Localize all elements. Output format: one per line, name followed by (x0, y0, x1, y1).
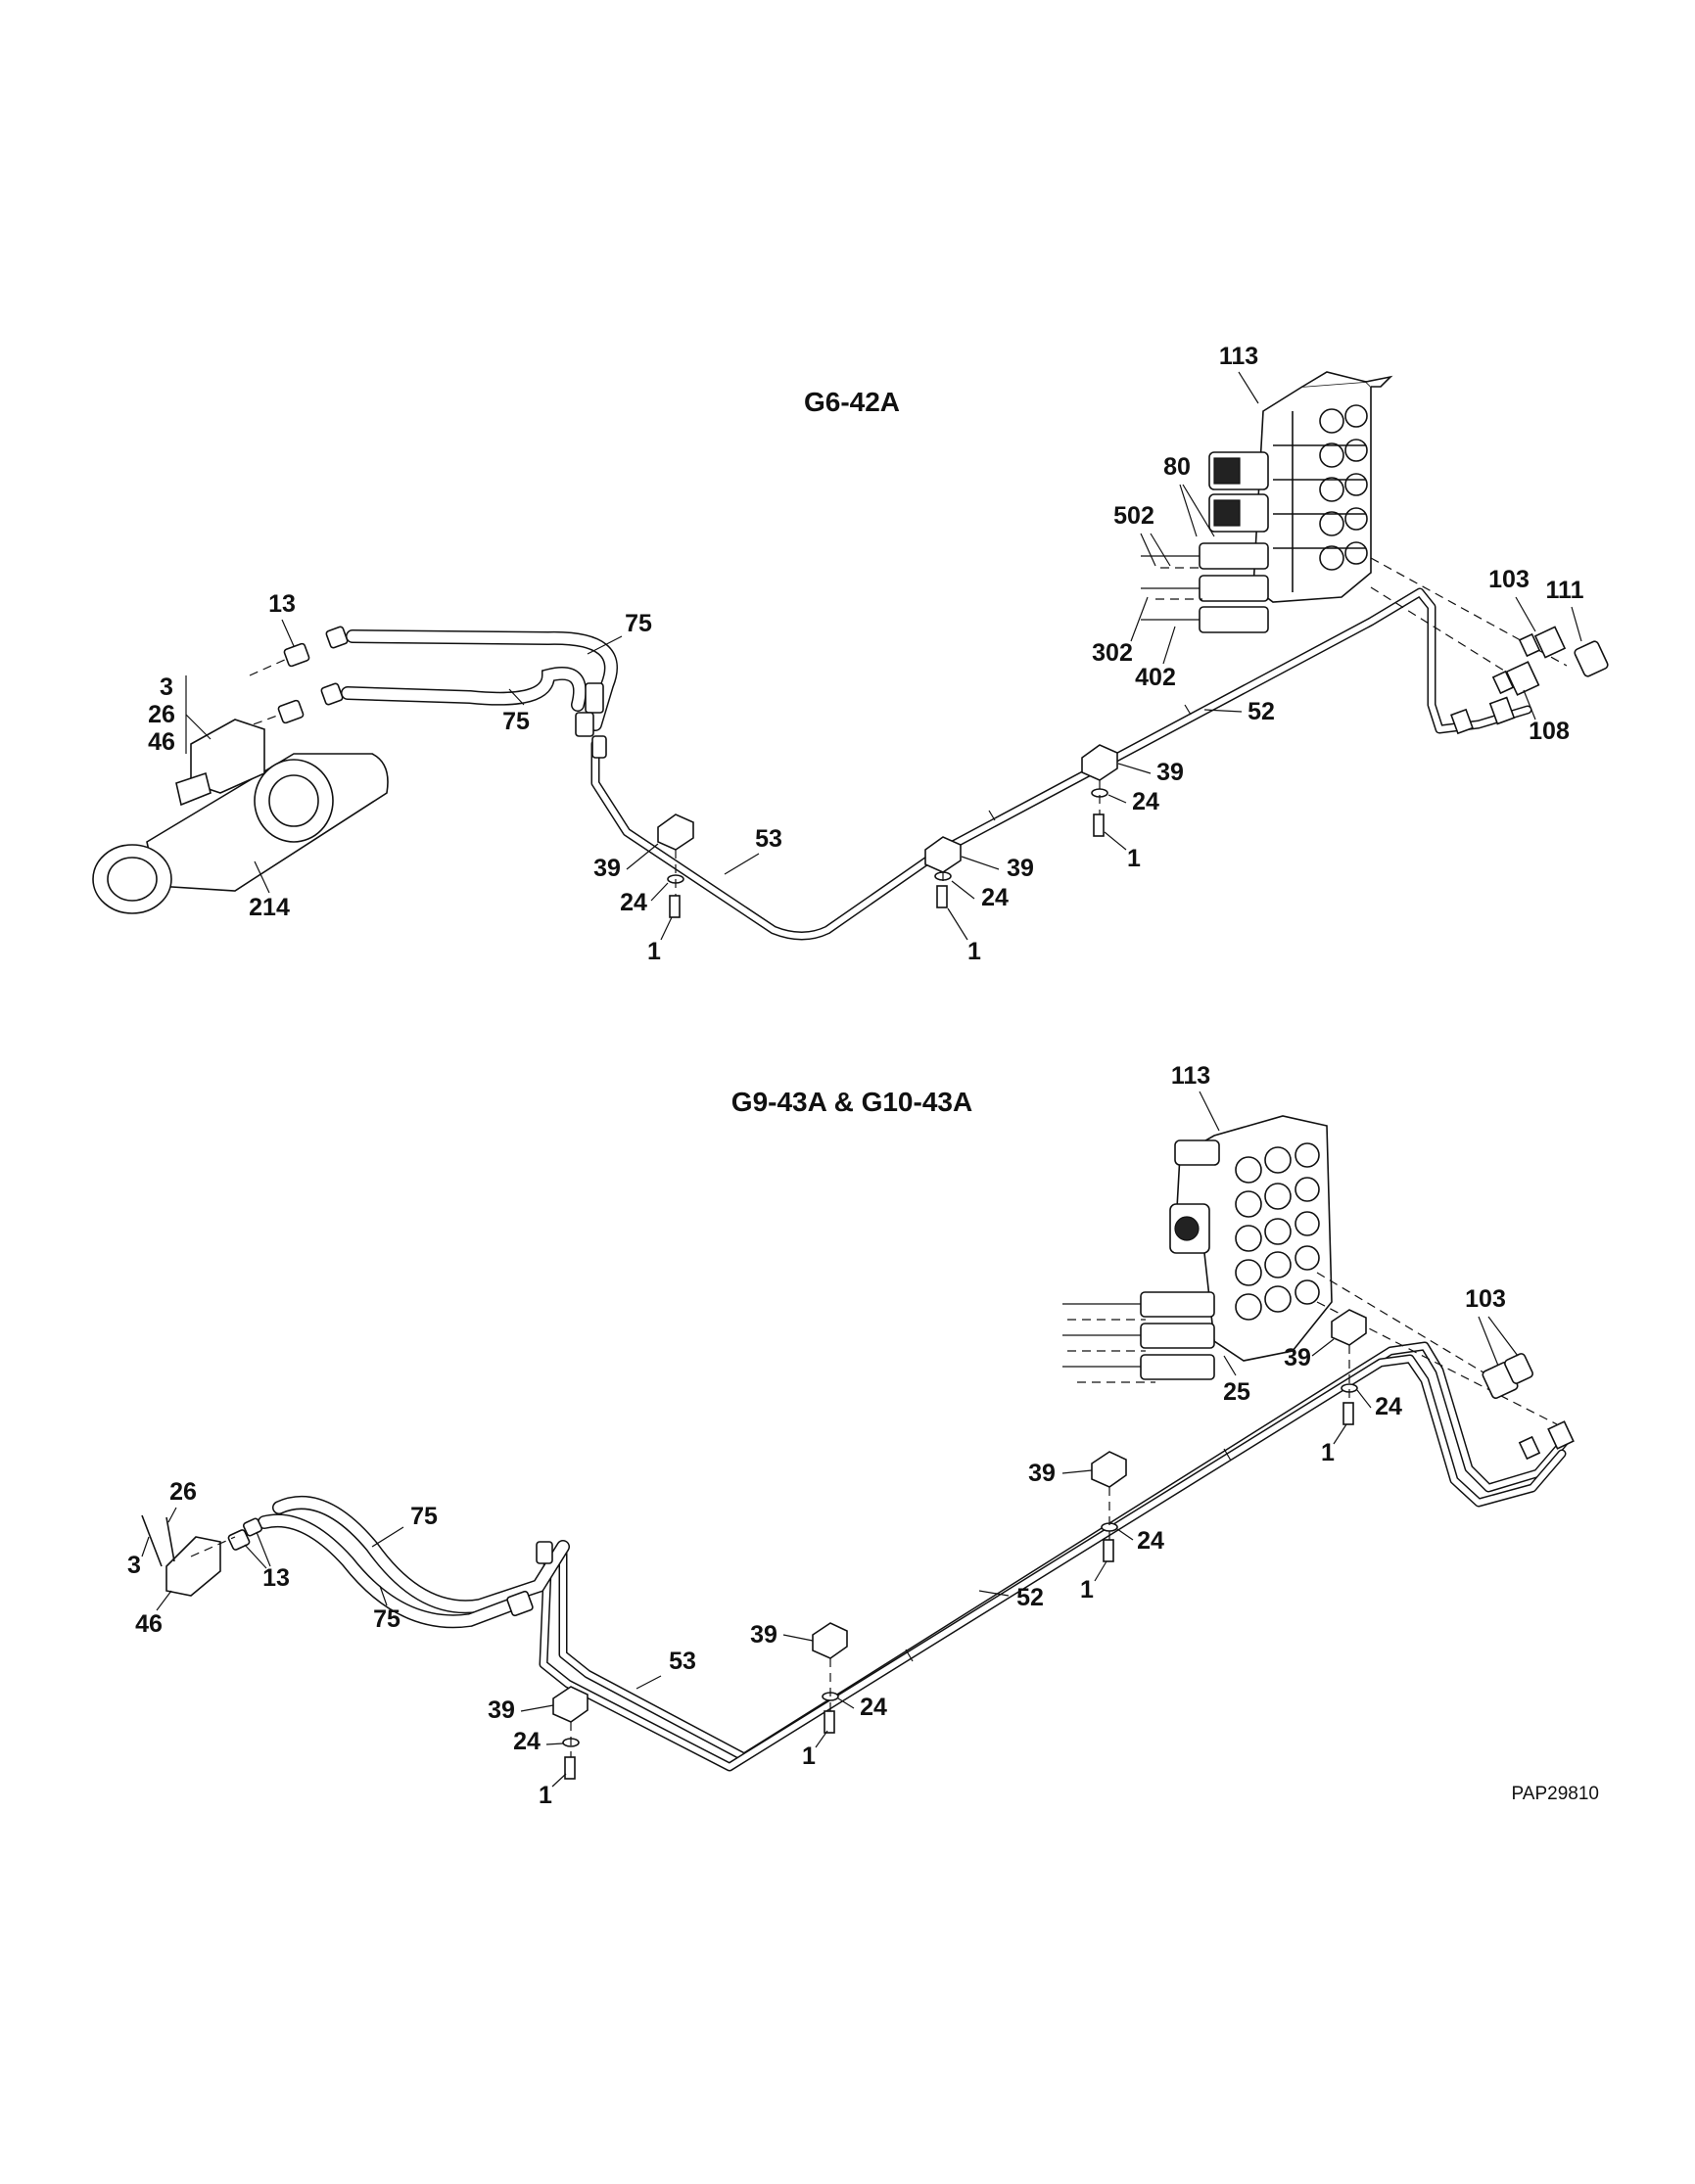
callout-113-top: 113 (1219, 343, 1258, 370)
callout-24-bottom-c: 24 (860, 1694, 887, 1721)
clamp-set-bottom (552, 1309, 1367, 1780)
callout-302-top: 302 (1092, 639, 1133, 667)
fittings-103-111-108-top (1491, 626, 1609, 696)
callout-1-bottom-c: 1 (802, 1743, 816, 1770)
callout-13-bottom: 13 (262, 1564, 290, 1592)
clamp-set-top (657, 744, 1118, 918)
tube-assembly-top (590, 587, 1532, 941)
top-callouts: 113 80 502 302 402 103 111 108 52 39 24 … (148, 343, 1583, 965)
block-46-bottom (141, 1514, 263, 1597)
callout-1-top-c: 1 (967, 938, 981, 965)
callout-39-top-a: 39 (1156, 759, 1184, 786)
callout-3-bottom: 3 (127, 1552, 141, 1579)
callout-39-bottom-b: 39 (1028, 1460, 1056, 1487)
callout-108-top: 108 (1529, 718, 1570, 745)
callout-24-top-c: 24 (981, 884, 1009, 911)
callout-111-top: 111 (1546, 577, 1584, 604)
bottom-callouts: 113 103 25 39 24 1 39 24 1 52 39 24 1 53… (127, 1062, 1519, 1809)
callout-75-top-b: 75 (502, 708, 530, 735)
callout-25-bottom: 25 (1223, 1378, 1250, 1406)
callout-1-top-a: 1 (1127, 845, 1141, 872)
callout-402-top: 402 (1135, 664, 1176, 691)
hose-pair-75-top (341, 629, 618, 759)
callout-53-bottom: 53 (669, 1648, 696, 1675)
callout-24-top-b: 24 (620, 889, 647, 916)
control-valve-113-top (1141, 371, 1393, 633)
top-section-title: G6-42A (804, 387, 900, 417)
callout-75-top-a: 75 (625, 610, 652, 637)
callout-113-bottom: 113 (1171, 1062, 1210, 1090)
callout-75-bottom-b: 75 (373, 1605, 400, 1633)
callout-53-top: 53 (755, 825, 782, 853)
fittings-103-bottom (1482, 1353, 1533, 1399)
callout-39-bottom-c: 39 (750, 1621, 777, 1649)
callout-1-bottom-a: 1 (1321, 1439, 1335, 1466)
callout-46-bottom: 46 (135, 1610, 163, 1638)
callout-39-bottom-a: 39 (1284, 1344, 1311, 1371)
callout-46-top: 46 (148, 728, 175, 756)
top-assembly: G6-42A (92, 371, 1609, 941)
callout-1-bottom-d: 1 (539, 1782, 552, 1809)
callout-52-bottom: 52 (1016, 1584, 1044, 1611)
callout-3-top: 3 (160, 674, 173, 701)
callout-502-top: 502 (1113, 502, 1154, 530)
callout-24-top-a: 24 (1132, 788, 1159, 815)
fittings-13-top (239, 626, 349, 730)
callout-103-top: 103 (1488, 566, 1530, 593)
callout-1-bottom-b: 1 (1080, 1576, 1094, 1603)
bottom-assembly: G9-43A & G10-43A (141, 1087, 1575, 1780)
callout-75-bottom-a: 75 (410, 1503, 438, 1530)
callout-26-bottom: 26 (169, 1478, 197, 1506)
callout-39-top-b: 39 (593, 855, 621, 882)
callout-13-top: 13 (268, 590, 296, 618)
callout-103-bottom: 103 (1465, 1285, 1506, 1313)
callout-1-top-b: 1 (647, 938, 661, 965)
callout-52-top: 52 (1248, 698, 1275, 725)
cylinder-214-top (92, 719, 389, 914)
hose-pair-75-bottom (258, 1496, 570, 1629)
figure-code: PAP29810 (1512, 1784, 1599, 1804)
control-valve-113-bottom (1062, 1115, 1333, 1383)
callout-26-top: 26 (148, 701, 175, 728)
callout-24-bottom-b: 24 (1137, 1527, 1164, 1555)
callout-214-top: 214 (249, 894, 290, 921)
bottom-section-title: G9-43A & G10-43A (731, 1087, 972, 1117)
callout-24-bottom-d: 24 (513, 1728, 541, 1755)
callout-39-bottom-d: 39 (488, 1696, 515, 1724)
callout-80-top: 80 (1163, 453, 1191, 481)
callout-24-bottom-a: 24 (1375, 1393, 1402, 1420)
callout-39-top-c: 39 (1007, 855, 1034, 882)
tube-assembly-bottom (539, 1341, 1575, 1772)
